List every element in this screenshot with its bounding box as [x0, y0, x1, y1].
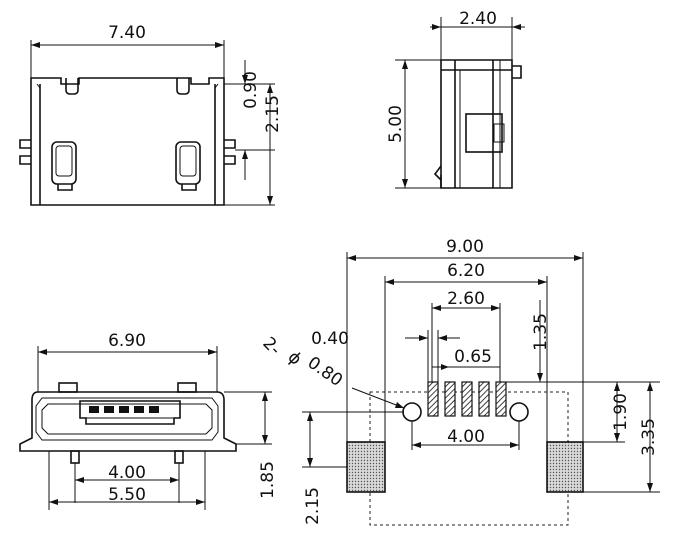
- pin-field-label: 2.60: [447, 289, 485, 309]
- side-view: 2.40 5.00: [386, 9, 525, 189]
- dim-front-width: 7.40: [30, 23, 225, 78]
- side-height-label: 5.00: [386, 105, 406, 143]
- side-body-outline: [440, 59, 513, 189]
- front-view: 7.40: [19, 23, 283, 206]
- dim-pin-width: 0.40: [311, 329, 460, 382]
- dim-overall-width: 9.00: [346, 237, 584, 442]
- footprint-pins: [427, 381, 507, 417]
- dim-pad-span: 6.20: [384, 261, 548, 442]
- front-total-height-label: 2.15: [263, 95, 283, 133]
- rear-height-label: 1.85: [258, 461, 278, 499]
- pad-to-top-label: 3.35: [639, 418, 659, 456]
- rear-pin-outer-label: 5.50: [108, 485, 146, 505]
- rear-width-label: 6.90: [108, 331, 146, 351]
- hole-phi-label: ϕ: [283, 347, 305, 369]
- front-top-height-label: 0.90: [241, 71, 261, 109]
- dim-front-heights: 0.90 2.15: [224, 60, 283, 206]
- pin-pitch-label: 0.65: [454, 347, 492, 367]
- rear-view: 6.90 4.00: [19, 331, 278, 510]
- hole-diameter-label: 0.80: [304, 353, 346, 391]
- dim-hole-spacing: 4.00: [411, 421, 520, 450]
- dim-side-height: 5.00: [386, 59, 441, 189]
- mounting-hole-right: [509, 402, 529, 422]
- front-latch-right: [175, 141, 201, 191]
- dim-bottom-depth: 2.15: [302, 411, 404, 525]
- dim-pin-field: 2.60: [431, 289, 501, 382]
- rear-body-outline: [19, 391, 237, 452]
- side-width-label: 2.40: [459, 9, 497, 29]
- bottom-depth-label: 2.15: [303, 487, 323, 525]
- footprint-view: 9.00 6.20 2.60 0.40: [258, 237, 660, 526]
- overall-width-label: 9.00: [446, 237, 484, 257]
- hole-spacing-label: 4.00: [447, 427, 485, 447]
- front-width-label: 7.40: [108, 23, 146, 43]
- dim-rear-pins: 4.00 5.50: [48, 451, 206, 510]
- mounting-pad-left: [346, 441, 386, 493]
- mounting-pad-right: [546, 441, 584, 493]
- dim-pin-offset: 1.35: [506, 300, 551, 383]
- pin-width-label: 0.40: [311, 329, 349, 349]
- dim-rear-width: 6.90: [37, 331, 218, 392]
- pad-span-label: 6.20: [447, 261, 485, 281]
- pin-to-pad-label: 1.90: [611, 393, 631, 431]
- pin-offset-label: 1.35: [531, 313, 551, 351]
- rear-pin-inner-label: 4.00: [108, 463, 146, 483]
- dim-rear-height: 1.85: [224, 391, 278, 499]
- dim-side-width: 2.40: [430, 9, 525, 60]
- rear-contact-block: [79, 400, 181, 425]
- front-latch-left: [51, 141, 77, 191]
- dim-right-heights: 1.90 3.35: [506, 381, 660, 493]
- dim-pin-pitch: 0.65: [432, 347, 500, 370]
- hole-count-label: 2-: [258, 333, 284, 359]
- mounting-hole-left: [402, 402, 422, 422]
